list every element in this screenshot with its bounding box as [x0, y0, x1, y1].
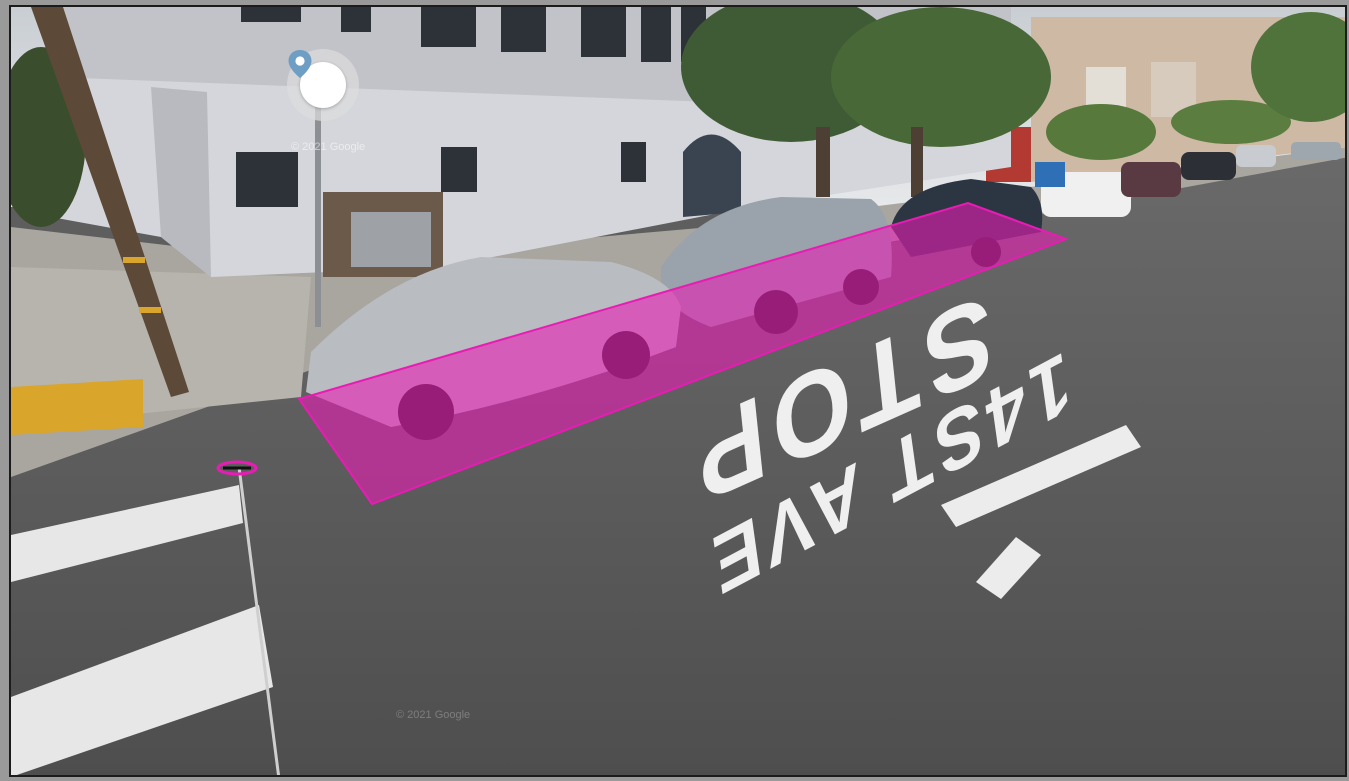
- location-pin-badge: [288, 50, 346, 108]
- utility-box-panel: [351, 212, 431, 267]
- parked-car-maroon: [1121, 162, 1181, 197]
- utility-pole: [31, 7, 189, 397]
- stop-bar: [941, 425, 1141, 527]
- parked-car-dark: [1181, 152, 1236, 180]
- tree: [1171, 100, 1291, 144]
- street-view-panorama[interactable]: STOP 14ST AVE © 2021 Google © 2021 Googl…: [9, 5, 1347, 777]
- pole-marker: [139, 307, 161, 313]
- crosswalk-stripe: [11, 605, 273, 775]
- parked-car-grey: [1291, 142, 1341, 160]
- tree: [1046, 104, 1156, 160]
- building-corner-column: [151, 87, 211, 277]
- location-pin-button[interactable]: [287, 49, 359, 121]
- location-pin-icon: [288, 50, 312, 78]
- google-watermark-faint: © 2021 Google: [396, 709, 471, 721]
- lane-line: [237, 466, 280, 775]
- pole-marker: [123, 257, 145, 263]
- road-surface: [11, 147, 1345, 775]
- building-doorway: [683, 134, 741, 217]
- tree: [831, 7, 1051, 147]
- tree: [1251, 12, 1345, 122]
- crosswalk-stripe: [11, 485, 243, 582]
- blue-bin: [1035, 162, 1065, 187]
- street-scene: [11, 7, 1345, 775]
- sign-post: [315, 107, 321, 327]
- parking-zone-overlay[interactable]: [297, 201, 1069, 506]
- parked-car-silver: [1236, 145, 1276, 167]
- pan-cursor-icon[interactable]: [216, 460, 258, 476]
- tree-trunk: [816, 127, 830, 197]
- google-watermark: © 2021 Google: [291, 141, 366, 153]
- building-windows: [236, 7, 706, 207]
- stop-bar: [976, 537, 1041, 599]
- tree-trunk: [911, 127, 923, 197]
- tactile-paving: [11, 379, 143, 435]
